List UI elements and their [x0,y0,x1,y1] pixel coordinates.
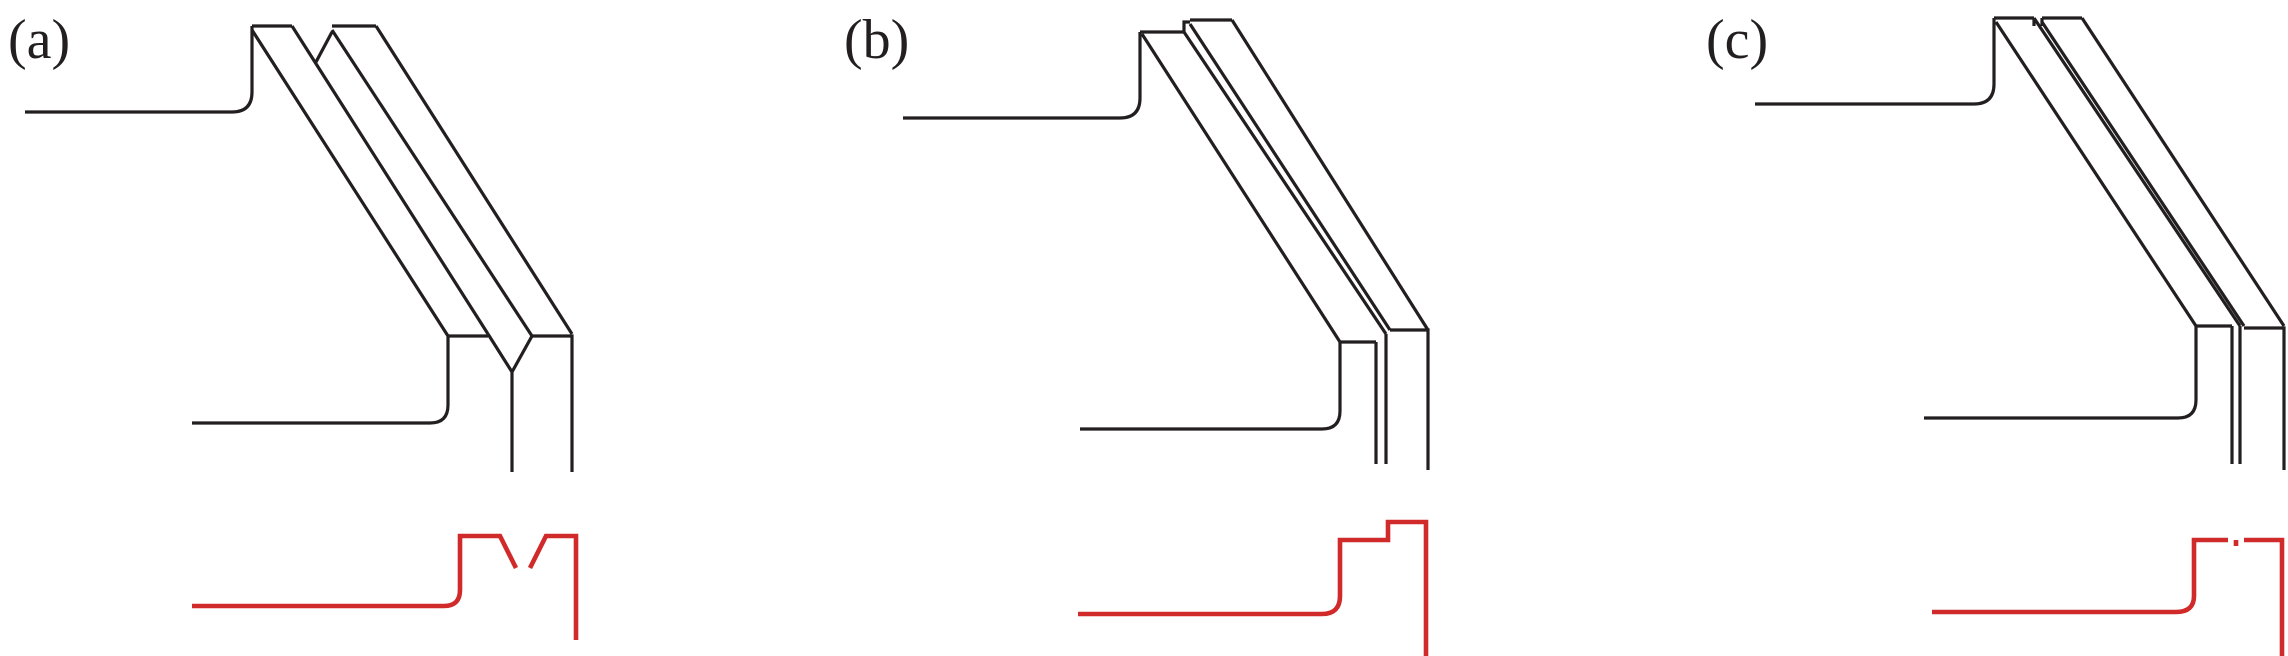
panel-c-right-bar-edge-inner [2040,21,2246,327]
panel-b-right-foot [1390,328,1430,470]
panel-b-right-bar-edge-inner [1188,23,1392,331]
panel-a: (a) [8,9,579,640]
panel-a-left-bar-edge-inner [290,25,490,335]
panel-a-bottom-notch [486,333,534,472]
panel-c-upper-surface [1755,18,1996,106]
panel-c-left-bar-edge-outer [1994,21,2198,327]
panel-c-right-bar-edge-outer [2080,17,2286,327]
panel-b-upper-surface [903,32,1142,120]
panel-b-posts [1374,334,1388,464]
panel-a-left-bar-edge-outer [250,29,450,337]
panel-b-left-bar-edge-inner [1182,31,1388,335]
panel-a-left-foot [192,334,488,425]
panel-b-label: (b) [844,9,909,71]
panel-c-right-foot [2244,326,2286,470]
panel-a-top-notch [314,31,334,63]
panel-c-label: (c) [1706,9,1768,71]
panel-b-right-bar-edge-outer [1230,19,1430,331]
panel-c: (c) [1706,9,2286,656]
panel-c-left-foot [1924,324,2232,420]
panel-a-upper-surface [25,26,254,114]
panel-a-profile-curve [192,533,579,640]
panel-c-left-bar-edge-inner [2032,17,2242,327]
panel-b-profile-curve [1078,519,1429,656]
panel-b: (b) [844,9,1430,656]
panel-a-label: (a) [8,9,70,71]
panel-b-left-bar-edge-outer [1140,33,1342,343]
panel-c-profile-curve [1932,537,2285,656]
panel-a-right-foot [532,334,574,472]
panel-a-right-bar-edge-inner [330,29,534,337]
panel-b-left-foot [1080,340,1376,431]
panel-b-top-step [1182,20,1190,32]
panel-c-posts [2230,326,2242,464]
panel-a-right-bar-edge-outer [374,25,574,335]
